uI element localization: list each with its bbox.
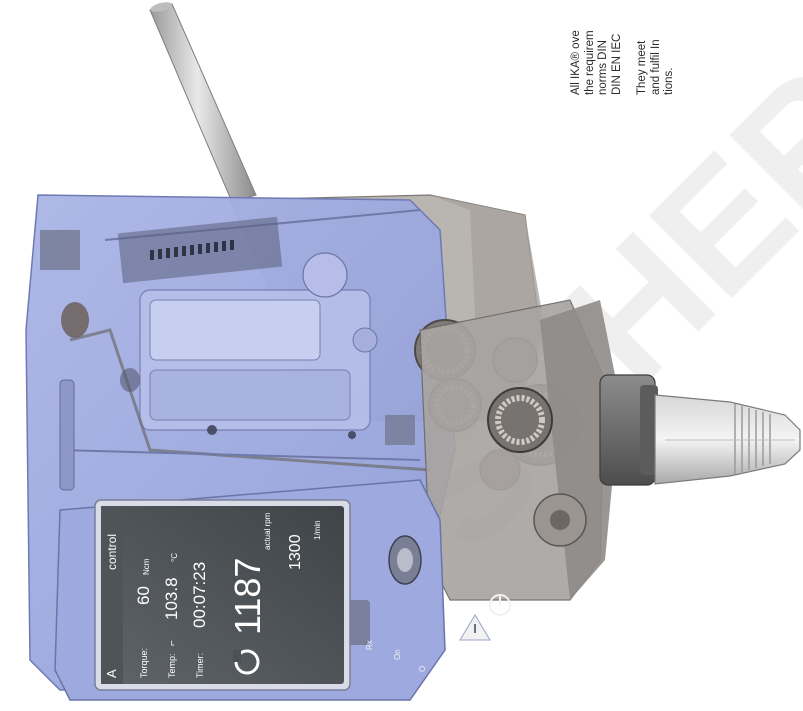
torque-value: 60 xyxy=(134,586,153,605)
side-paragraph-2: They meet and fulfil In tions. xyxy=(636,30,677,95)
drill-chuck xyxy=(654,394,801,485)
torque-unit: Ncm xyxy=(142,558,151,575)
side-line: the requirem xyxy=(583,30,596,95)
rotation-icon xyxy=(233,649,260,675)
svg-text:O: O xyxy=(418,666,427,672)
side-line: and fulfil In xyxy=(649,39,662,95)
side-line: They meet xyxy=(636,40,648,95)
timer-label: Timer: xyxy=(195,653,205,678)
chuck-flange xyxy=(599,374,658,486)
temp-unit: °C xyxy=(170,553,179,562)
warning-icon xyxy=(459,614,491,641)
timer-value: 00:07:23 xyxy=(190,562,209,628)
setpoint-unit: 1/min xyxy=(313,520,322,540)
drive-housing xyxy=(419,299,620,601)
side-description-inner: All IKA® ove the requirem norms DIN DIN … xyxy=(570,30,689,95)
speed-value: 1187 xyxy=(227,558,268,635)
display-brand: control xyxy=(105,534,119,570)
side-line: DIN EN IEC xyxy=(610,33,623,95)
power-icon xyxy=(489,594,511,616)
side-line: All IKA® ove xyxy=(570,30,582,95)
side-paragraph-1: All IKA® ove the requirem norms DIN DIN … xyxy=(570,30,624,95)
torque-label: Torque: xyxy=(139,648,149,678)
temp-sensor-icon: ⌐ xyxy=(167,640,178,646)
side-line: norms DIN xyxy=(597,40,609,95)
display-screen: A control Torque: 60 Ncm Temp: ⌐ 103.8 °… xyxy=(94,499,351,691)
side-description: All IKA® ove the requirem norms DIN DIN … xyxy=(570,0,740,120)
side-line: tions. xyxy=(663,67,675,96)
speed-caption: actual rpm xyxy=(263,512,272,550)
svg-text:Rx: Rx xyxy=(365,640,374,650)
display-mode: A xyxy=(104,669,119,678)
svg-text:On: On xyxy=(393,649,402,660)
temp-value: 103.8 xyxy=(162,577,181,620)
temp-label: Temp: xyxy=(167,653,177,678)
setpoint-value: 1300 xyxy=(287,534,304,570)
stirrer-shaft xyxy=(149,2,257,203)
